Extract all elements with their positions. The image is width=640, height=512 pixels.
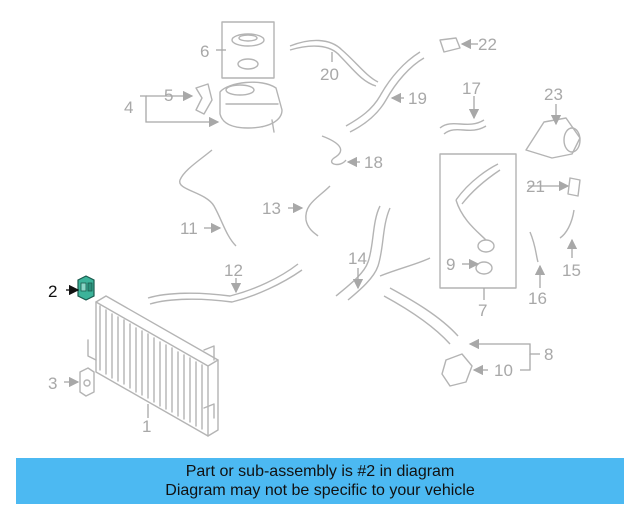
callout-9: 9 [446,255,455,274]
hose-kit-7 [439,153,517,289]
hose-20-outline [289,45,377,87]
coolant-pipe-14 [335,205,431,301]
thermostat-housing-23 [525,117,581,159]
leader-lines [64,38,578,418]
callout-2: 2 [48,282,57,301]
callout-20: 20 [320,65,339,84]
callout-19: 19 [408,89,427,108]
hose-19-outline [349,57,425,133]
hose-11 [179,149,237,247]
banner-line-2: Diagram may not be specific to your vehi… [165,482,475,499]
callout-15: 15 [562,261,581,280]
callout-14: 14 [348,249,367,268]
info-banner: Part or sub-assembly is #2 in diagram Di… [16,458,624,504]
callout-6: 6 [200,42,209,61]
coolant-pipe-12-outline [149,269,303,305]
lower-hose-outline [383,295,451,345]
mounting-bracket [79,367,95,397]
radiator [87,295,219,437]
callout-labels: 1 2 3 4 5 6 7 8 9 10 11 12 13 14 15 16 1… [48,35,581,436]
hose-16 [529,231,539,263]
hose-15 [559,209,575,239]
callout-7: 7 [478,301,487,320]
cap-and-seal-kit [221,21,275,79]
callout-22: 22 [478,35,497,54]
callout-13: 13 [262,199,281,218]
callout-4: 4 [124,98,133,117]
radiator-mount-part-2[interactable] [77,275,95,301]
hose-17 [439,119,487,135]
callout-10: 10 [494,361,513,380]
callout-5: 5 [164,86,173,105]
coolant-pipe-12 [147,263,299,299]
connector-22 [439,37,461,53]
hose-18 [321,135,347,166]
hose-13 [305,185,331,237]
fitting-21 [567,177,581,197]
callout-11: 11 [180,219,198,238]
lower-hose [389,287,459,337]
banner-line-1: Part or sub-assembly is #2 in diagram [185,463,455,480]
callout-12: 12 [224,261,243,280]
callout-8: 8 [544,345,553,364]
hose-19 [345,51,421,127]
callout-16: 16 [528,289,547,308]
connector-10 [441,353,473,387]
tank-hose-connector [195,83,213,115]
expansion-tank [219,81,283,133]
hose-20 [289,39,379,83]
callout-1: 1 [142,417,151,436]
callout-21: 21 [526,177,545,196]
callout-17: 17 [462,79,481,98]
callout-23: 23 [544,85,563,104]
callout-18: 18 [364,153,383,172]
callout-3: 3 [48,374,57,393]
